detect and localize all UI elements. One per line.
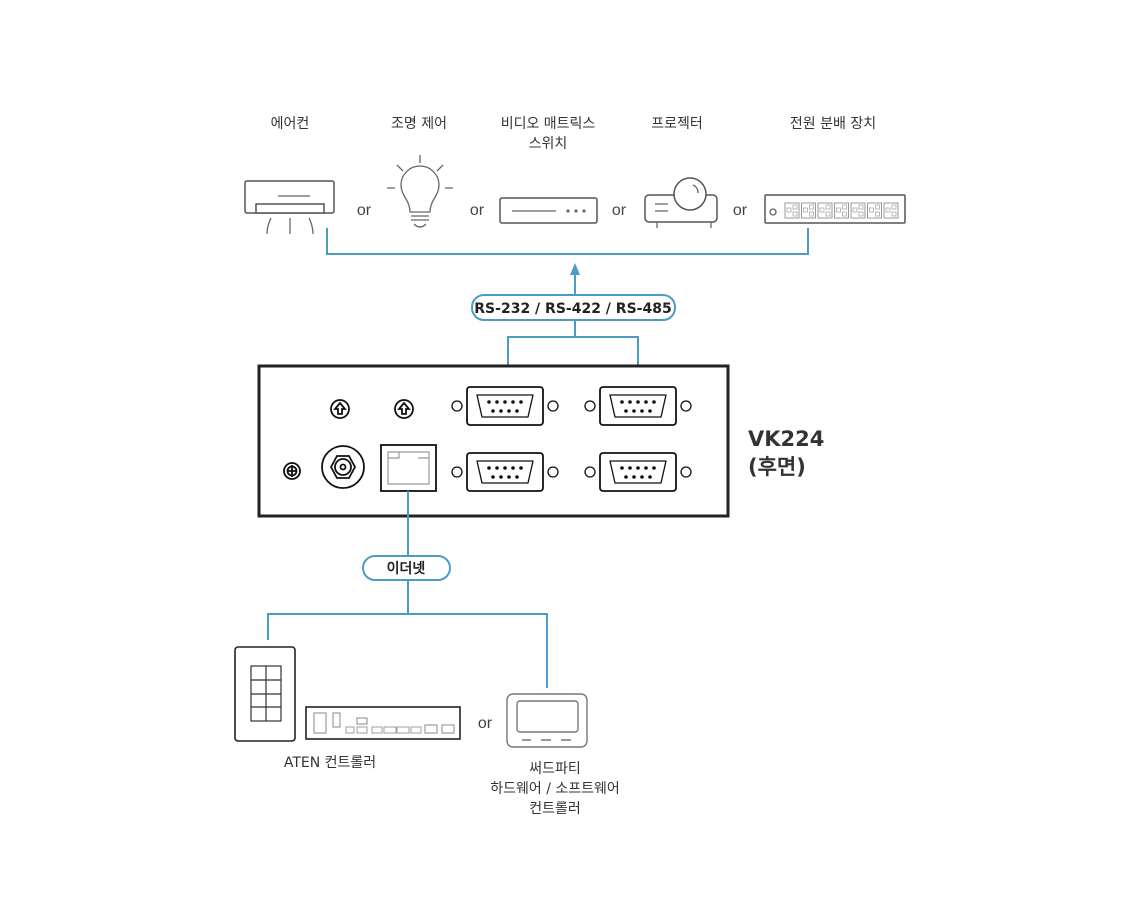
terminal-block-icon [383,726,397,734]
ground-screw-icon [283,462,301,480]
or-label: or [357,202,372,219]
projector-icon [644,177,718,228]
terminal-block-icon [345,726,355,734]
aten-controller-label: ATEN 컨트롤러 [284,755,376,771]
outlet-icon [834,202,849,219]
ethernet-label: 이더넷 [387,560,426,577]
or-label: or [470,202,485,219]
label-video-matrix-line1: 비디오 매트릭스 [501,116,596,132]
db9-serial-port-icon [584,452,692,492]
ethernet-badge [362,555,451,581]
label-lighting-control: 조명 제어 [391,116,447,132]
third-party-label-line1: 써드파티 [529,761,581,777]
third-party-label-line3: 컨트롤러 [529,801,581,817]
outlet-icon [784,202,800,219]
label-projector: 프로젝터 [651,116,703,132]
or-label: or [478,715,493,732]
db9-serial-port-icon [584,386,692,426]
power-jack-icon [321,445,365,489]
or-label: or [733,202,748,219]
ir-port-icon [330,399,350,419]
model-name: VK224 [748,427,824,451]
wall-keypad-icon [234,646,296,742]
outlet-icon [817,202,833,219]
air-conditioner-icon [244,180,335,235]
arrow-up-icon [570,263,580,275]
device-bus-line [326,228,809,255]
view-label: (후면) [748,455,806,479]
serial-protocol-badge [471,294,676,321]
light-bulb-icon [387,155,453,228]
terminal-block-icon [356,726,368,734]
db9-serial-port-icon [451,386,559,426]
serial-lines [507,320,639,383]
or-label: or [612,202,627,219]
pdu-icon [764,194,906,224]
video-matrix-switch-icon [499,197,598,224]
outlet-icon [883,202,899,219]
terminal-block-icon [410,726,422,734]
touch-panel-icon [506,693,588,748]
terminal-block-icon [396,726,410,734]
outlet-icon [850,202,866,219]
ir-port-icon [394,399,414,419]
db9-serial-port-icon [451,452,559,492]
label-air-conditioner: 에어컨 [271,116,310,132]
outlet-icon [867,202,882,219]
terminal-block-icon [371,726,383,734]
ethernet-lines [267,491,548,688]
serial-protocol-label: RS-232 / RS-422 / RS-485 [474,301,671,317]
third-party-label-line2: 하드웨어 / 소프트웨어 [490,781,620,797]
label-video-matrix-line2: 스위치 [529,136,568,152]
outlet-icon [801,202,816,219]
label-pdu: 전원 분배 장치 [790,116,876,132]
aten-controller-icon [305,706,461,740]
